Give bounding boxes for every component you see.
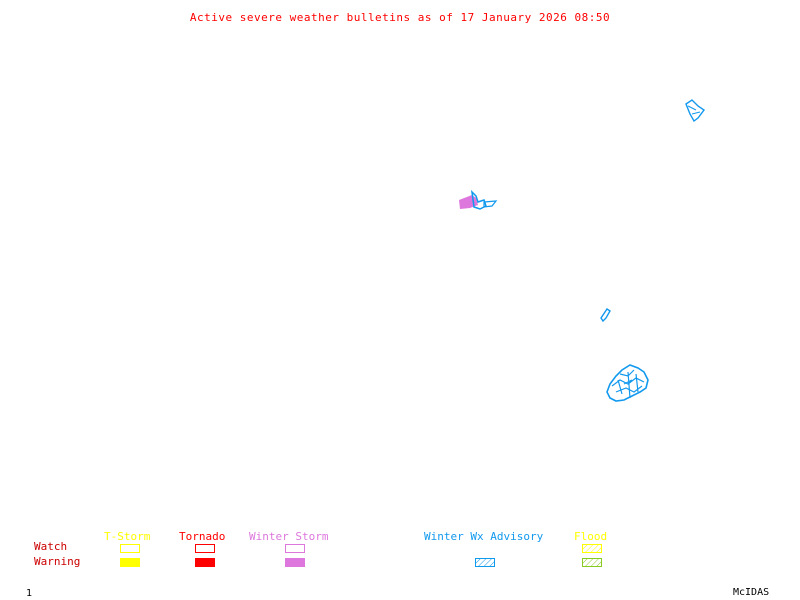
winter-advisory-swatch xyxy=(475,558,495,567)
tornado-watch-swatch xyxy=(195,544,215,553)
tstorm-watch-swatch xyxy=(120,544,140,553)
brand-label: McIDAS xyxy=(733,587,770,598)
winter-advisory-area xyxy=(483,200,498,208)
legend-flood-label: Flood xyxy=(574,530,608,543)
legend-tstorm-label: T-Storm xyxy=(104,530,151,543)
winter-advisory-area xyxy=(470,189,487,210)
flood-warning-swatch xyxy=(582,558,602,567)
winter-advisory-area xyxy=(685,99,706,123)
legend-winter-advisory-label: Winter Wx Advisory xyxy=(424,530,544,543)
winter-advisory-area xyxy=(606,364,649,402)
flood-watch-swatch xyxy=(582,544,602,553)
legend-winter-storm-label: Winter Storm xyxy=(249,530,329,543)
bulletin-title: Active severe weather bulletins as of 17… xyxy=(189,11,611,24)
tornado-warning-swatch xyxy=(195,558,215,567)
region-east xyxy=(600,308,611,323)
winter-advisory-area xyxy=(600,308,611,323)
legend-watch-label: Watch xyxy=(34,540,68,553)
legend-tornado-label: Tornado xyxy=(179,530,226,543)
region-northeast xyxy=(685,99,706,123)
region-central xyxy=(459,189,498,210)
frame-number: 1 xyxy=(26,588,33,599)
legend-warning-label: Warning xyxy=(34,555,81,568)
tstorm-warning-swatch xyxy=(120,558,140,567)
winter-storm-warning-swatch xyxy=(285,558,305,567)
region-southeast xyxy=(606,364,649,402)
winter-storm-watch-swatch xyxy=(285,544,305,553)
